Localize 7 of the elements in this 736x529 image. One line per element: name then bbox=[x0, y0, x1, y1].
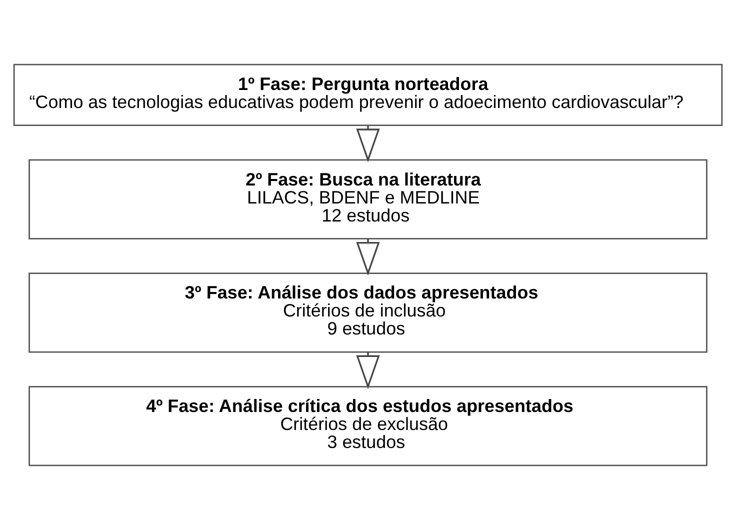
node-box: 2º Fase: Busca na literatura LILACS, BDENF e MEDLINE 12 estudos bbox=[28, 158, 708, 239]
node-box: 4º Fase: Análise crítica dos estudos apresentados Critérios de exclusão 3 estudos bbox=[28, 385, 708, 466]
node-box: 1º Fase: Pergunta norteadora “Como as tecnologias educativas podem prevenir o adoecimento cardiovascular”? bbox=[13, 63, 723, 126]
arrow bbox=[356, 238, 380, 276]
arrow bbox=[356, 125, 380, 162]
node-box: 3º Fase: Análise dos dados apresentados Critérios de inclusão 9 estudos bbox=[28, 272, 708, 352]
arrow bbox=[356, 352, 380, 389]
